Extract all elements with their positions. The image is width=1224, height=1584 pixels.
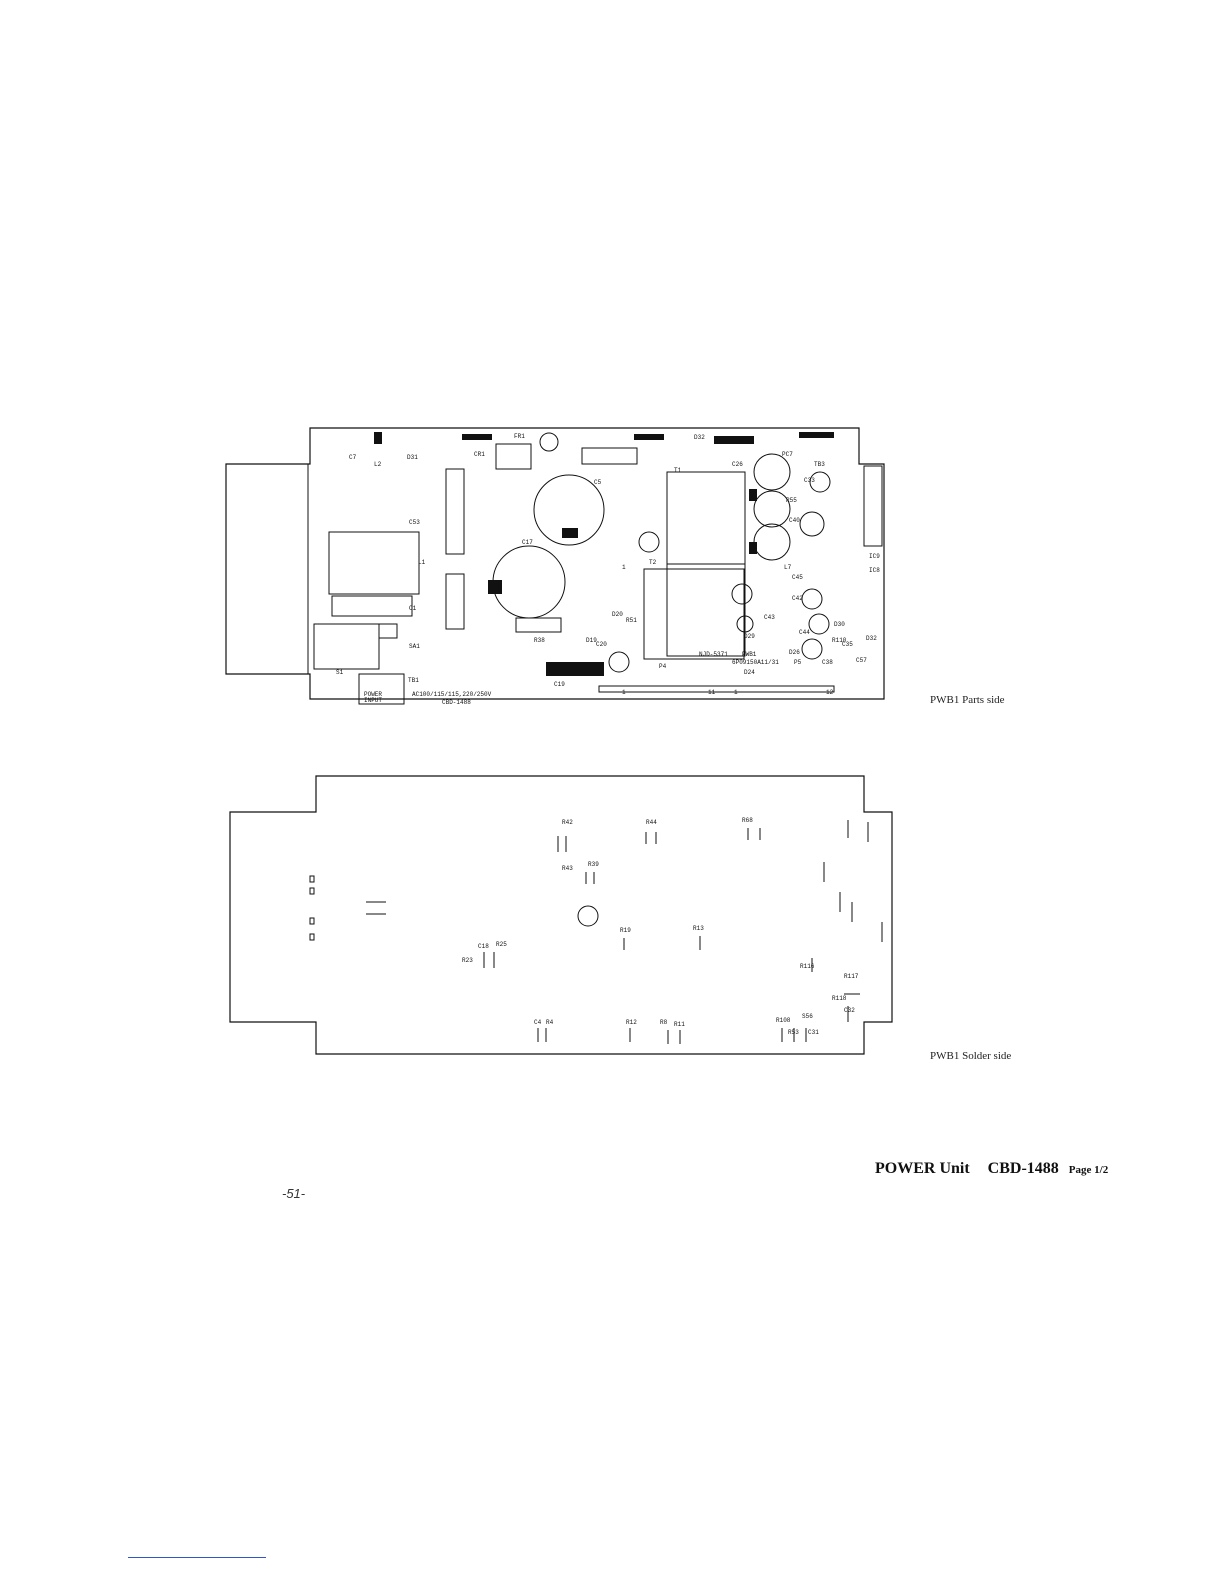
svg-text:C1: C1 [409,605,417,612]
svg-text:R117: R117 [844,973,859,980]
svg-text:C38: C38 [822,659,833,666]
svg-text:C20: C20 [596,641,607,648]
solder-side-drawing: R42 R44 R68 R43 R39 R19 R13 C18 R25 R23 … [229,775,893,1055]
svg-text:IC8: IC8 [869,567,880,574]
solder-side-board: R42 R44 R68 R43 R39 R19 R13 C18 R25 R23 … [228,772,896,1058]
svg-text:C43: C43 [764,614,775,621]
footer-rule [128,1557,266,1558]
svg-text:R38: R38 [534,637,545,644]
svg-text:SA1: SA1 [409,643,420,650]
svg-text:S1: S1 [336,669,344,676]
svg-text:R42: R42 [562,819,573,826]
svg-text:S56: S56 [802,1013,813,1020]
svg-text:CR1: CR1 [474,451,485,458]
svg-text:C53: C53 [409,519,420,526]
svg-text:R25: R25 [496,941,507,948]
svg-text:D26: D26 [789,649,800,656]
svg-text:TB1: TB1 [408,677,419,684]
svg-text:R110: R110 [832,637,847,644]
svg-text:C33: C33 [804,477,815,484]
svg-text:C19: C19 [554,681,565,688]
svg-text:C7: C7 [349,454,357,461]
svg-text:AC100/115/115,220/250V: AC100/115/115,220/250V [412,691,492,698]
svg-text:C18: C18 [478,943,489,950]
svg-text:D24: D24 [744,669,755,676]
svg-text:C45: C45 [792,574,803,581]
parts-side-drawing: C7 D31 CR1 FR1 C5 C17 R38 C19 T1 T2 NJD-… [225,427,885,706]
handwritten-page-number: -51- [282,1186,306,1201]
svg-text:1: 1 [734,689,738,696]
svg-text:R4: R4 [546,1019,554,1026]
parts-side-board: C7 D31 CR1 FR1 C5 C17 R38 C19 T1 T2 NJD-… [224,424,894,714]
svg-text:R44: R44 [646,819,657,826]
svg-text:R23: R23 [462,957,473,964]
svg-text:INPUT: INPUT [364,697,382,704]
svg-text:R53: R53 [739,439,750,446]
unit-model: CBD-1488 [987,1160,1059,1177]
svg-text:D32: D32 [866,635,877,642]
svg-text:R53: R53 [788,1029,799,1036]
svg-text:1: 1 [622,689,626,696]
svg-text:R13: R13 [693,925,704,932]
svg-text:C4: C4 [534,1019,542,1026]
svg-text:6P09150A11/31: 6P09150A11/31 [732,659,779,666]
svg-text:R43: R43 [562,865,573,872]
svg-text:R11: R11 [674,1021,685,1028]
svg-text:IC9: IC9 [869,553,880,560]
svg-text:TB3: TB3 [814,461,825,468]
svg-text:C35: C35 [842,641,853,648]
svg-text:R55: R55 [786,497,797,504]
svg-text:R108: R108 [776,1017,791,1024]
svg-text:R8: R8 [660,1019,668,1026]
svg-text:C26: C26 [732,461,743,468]
unit-title: POWER Unit CBD-1488 Page 1/2 [875,1160,1108,1178]
svg-text:PC7: PC7 [782,451,793,458]
svg-text:CBD-1488: CBD-1488 [442,699,471,706]
svg-text:R12: R12 [626,1019,637,1026]
svg-text:D29: D29 [744,633,755,640]
svg-text:D31: D31 [407,454,418,461]
svg-text:L2: L2 [374,461,382,468]
svg-text:D19: D19 [586,637,597,644]
svg-text:FR1: FR1 [514,433,525,440]
svg-text:C40: C40 [789,517,800,524]
svg-text:D32: D32 [694,434,705,441]
svg-text:R51: R51 [626,617,637,624]
svg-text:T2: T2 [649,559,657,566]
svg-text:P4: P4 [659,663,667,670]
svg-text:PWB1: PWB1 [742,651,757,658]
svg-text:R19: R19 [620,927,631,934]
svg-text:R118: R118 [832,995,847,1002]
svg-text:D20: D20 [612,611,623,618]
svg-text:R116: R116 [800,963,815,970]
solder-side-caption: PWB1 Solder side [930,1050,1012,1062]
svg-text:C31: C31 [808,1029,819,1036]
svg-text:R39: R39 [588,861,599,868]
svg-text:C42: C42 [792,595,803,602]
svg-text:C44: C44 [799,629,810,636]
svg-text:C57: C57 [856,657,867,664]
svg-text:P5: P5 [794,659,802,666]
svg-text:L7: L7 [784,564,792,571]
svg-text:C17: C17 [522,539,533,546]
svg-text:D30: D30 [834,621,845,628]
unit-name: POWER Unit [875,1160,970,1177]
parts-side-caption: PWB1 Parts side [930,694,1005,706]
svg-text:C32: C32 [844,1007,855,1014]
svg-text:11: 11 [708,689,716,696]
svg-text:L1: L1 [418,559,426,566]
svg-text:POWER: POWER [364,691,382,698]
svg-text:12: 12 [826,689,834,696]
page-indicator: Page 1/2 [1068,1164,1109,1176]
svg-text:R68: R68 [742,817,753,824]
svg-text:1: 1 [622,564,626,571]
svg-text:T1: T1 [674,467,682,474]
svg-text:NJD-5371: NJD-5371 [699,651,728,658]
svg-text:C5: C5 [594,479,602,486]
